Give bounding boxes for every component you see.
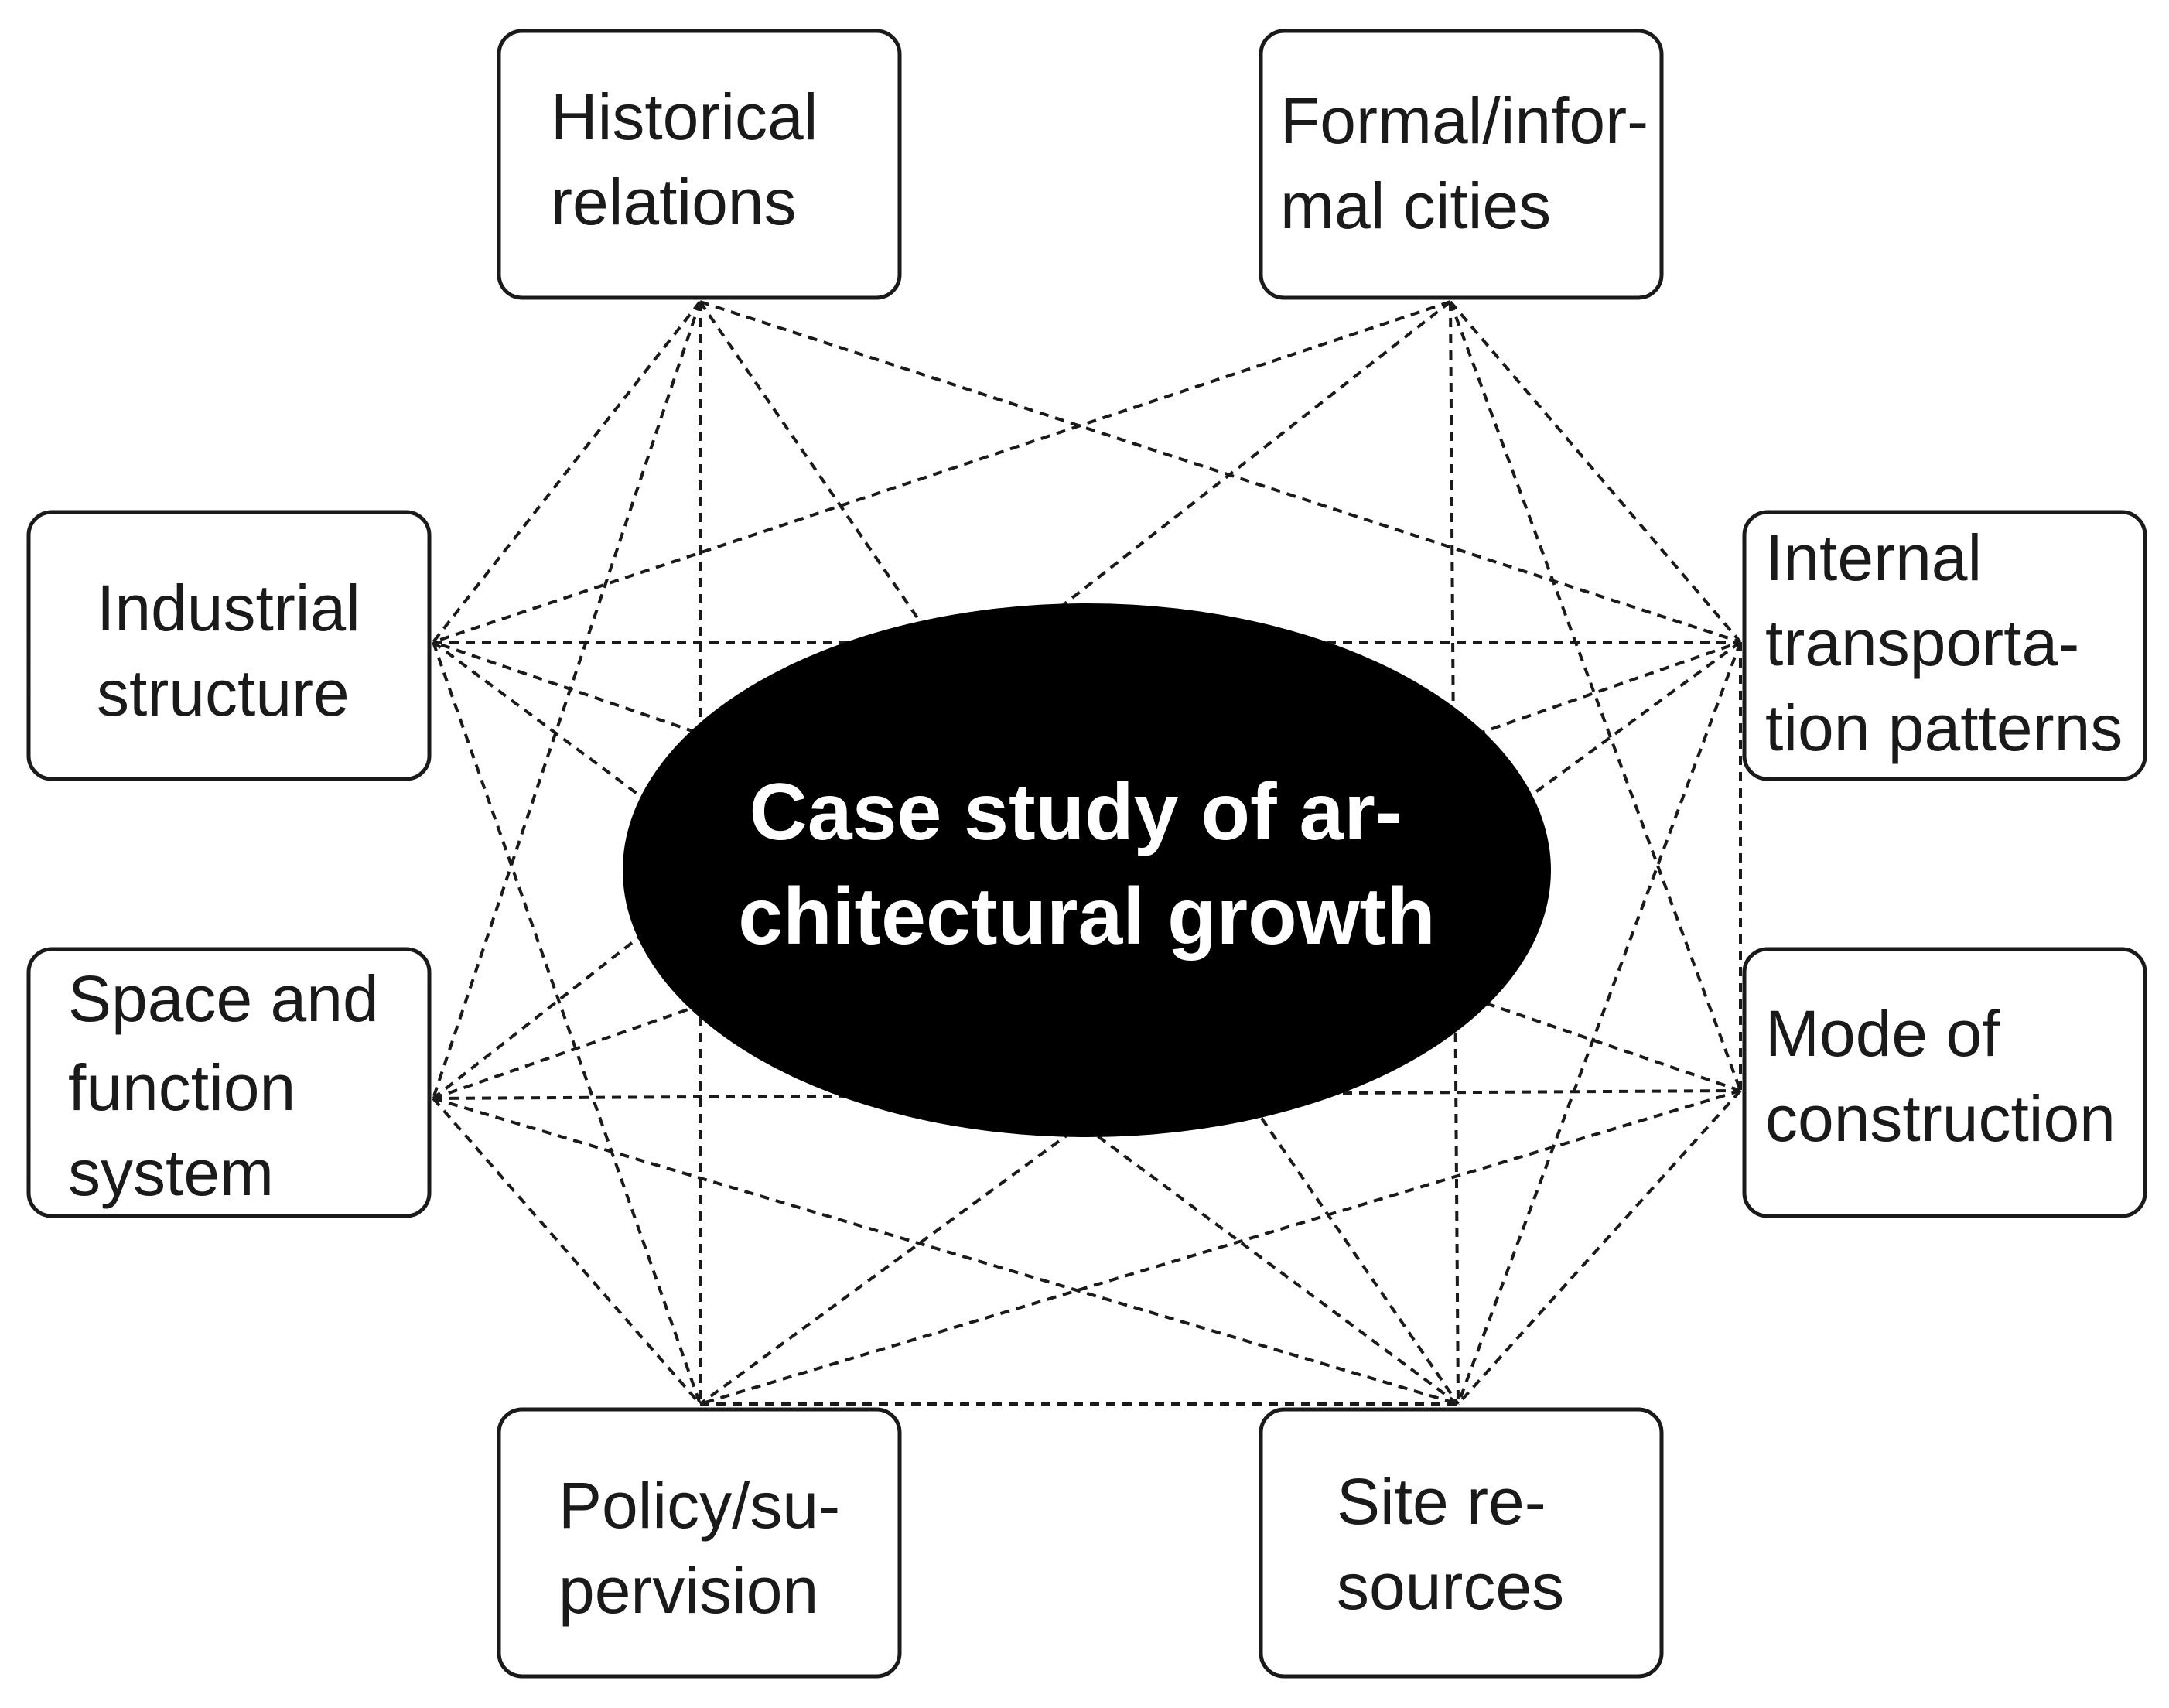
- node-site-resources: Site re- sources: [1259, 1407, 1664, 1679]
- node-formal-line-1: Formal/infor-: [1280, 84, 1648, 157]
- connection-space-site: [432, 1097, 1459, 1406]
- connection-formal-construction: [1449, 301, 1742, 1091]
- node-policy-line-1: Policy/su-: [558, 1469, 840, 1542]
- node-industrial-structure: Industrial structure: [26, 510, 432, 781]
- node-historical-line-2: relations: [551, 166, 797, 238]
- center-ellipse: [623, 603, 1551, 1137]
- svg-text:Policy/su- pervision: Policy/su- pervision: [558, 1469, 858, 1627]
- connection-space-policy: [432, 1097, 702, 1406]
- node-industrial-line-1: Industrial: [97, 572, 360, 644]
- center-title-line-1: Case study of ar-: [750, 767, 1402, 857]
- svg-text:Internal transporta-: Internal transporta- tion patterns: [1765, 521, 2123, 764]
- node-space-line-2: function: [68, 1051, 295, 1124]
- node-historical-relations: Historical relations: [497, 29, 902, 300]
- node-transport-line-2: transporta-: [1765, 606, 2079, 679]
- node-site-line-2: sources: [1337, 1550, 1564, 1623]
- node-industrial-line-2: structure: [97, 657, 350, 729]
- svg-text:Space and function: Space and function system: [68, 962, 397, 1209]
- connection-formal-site: [1449, 301, 1460, 1405]
- connection-industrial-policy: [432, 641, 702, 1405]
- node-space-function-system: Space and function system: [26, 947, 432, 1218]
- connection-formal-space: [432, 300, 1452, 1100]
- node-internal-transportation-patterns: Internal transporta- tion patterns: [1742, 510, 2147, 781]
- node-policy-supervision: Policy/su- pervision: [497, 1407, 902, 1679]
- connection-formal-transport: [1449, 300, 1742, 644]
- connection-space-transport: [432, 640, 1741, 1100]
- connection-historical-space: [432, 301, 702, 1099]
- connection-construction-policy: [699, 1089, 1741, 1406]
- node-transport-line-1: Internal: [1765, 521, 1982, 594]
- connection-historical-industrial: [432, 300, 702, 644]
- svg-text:Mode of construction: Mode of construction: [1765, 997, 2116, 1155]
- node-transport-line-3: tion patterns: [1765, 692, 2123, 764]
- svg-text:Historical relations: Historical relations: [551, 80, 836, 238]
- center-title-line-2: chitectural growth: [738, 872, 1435, 962]
- node-space-line-1: Space and: [68, 962, 379, 1035]
- svg-text:Site re- sources: Site re- sources: [1337, 1465, 1564, 1623]
- node-policy-line-2: pervision: [558, 1554, 818, 1627]
- center-title: Case study of ar- chitectural growth: [738, 767, 1435, 962]
- node-formal-line-2: mal cities: [1280, 169, 1551, 242]
- node-site-line-1: Site re-: [1337, 1465, 1546, 1538]
- connection-historical-transport: [699, 300, 1741, 644]
- connection-transport-policy: [699, 640, 1742, 1406]
- node-mode-of-construction: Mode of construction: [1742, 947, 2147, 1218]
- connection-formal-industrial: [432, 300, 1451, 644]
- svg-text:Industrial structure: Industrial structure: [97, 572, 378, 729]
- node-formal-informal-cities: Formal/infor- mal cities: [1259, 29, 1666, 300]
- node-construction-line-1: Mode of: [1765, 997, 2000, 1070]
- connection-transport-site: [1457, 641, 1742, 1405]
- node-space-line-3: system: [68, 1136, 274, 1209]
- svg-text:Formal/infor- mal cities: Formal/infor- mal cities: [1280, 84, 1666, 242]
- node-construction-line-2: construction: [1765, 1082, 2116, 1155]
- node-historical-line-1: Historical: [551, 80, 818, 153]
- connection-construction-site: [1457, 1089, 1742, 1406]
